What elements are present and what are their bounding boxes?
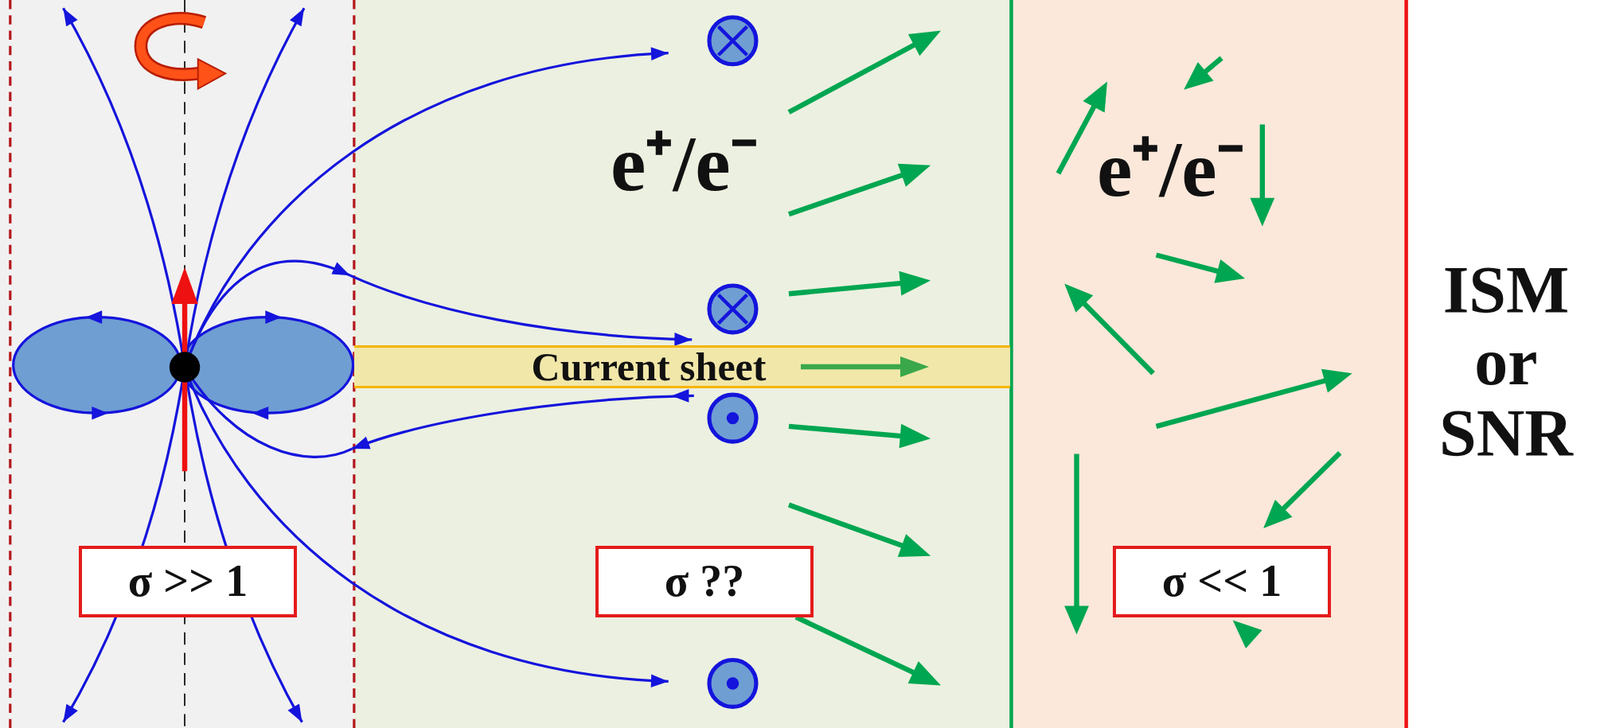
band-flow-arrow: [800, 364, 906, 370]
field-arrow: [651, 46, 669, 61]
rotation-icon: [140, 18, 204, 75]
wind-arrow: [788, 282, 907, 294]
turbulent-arrow-head: [1263, 499, 1292, 529]
wind-arrow-head: [898, 271, 931, 297]
wind-arrow-head: [897, 534, 931, 558]
pulsar-dot: [169, 351, 200, 383]
field-arrow: [289, 7, 305, 27]
magnetization-box: σ ??: [595, 546, 814, 618]
wind-arrow-head: [899, 424, 932, 449]
turbulent-arrow: [1156, 255, 1224, 274]
current-sheet-band: Current sheet: [354, 345, 1011, 389]
magnetization-box: σ >> 1: [78, 546, 297, 618]
light-cylinder-boundary: [8, 0, 12, 728]
medium-label: ISM or SNR: [1422, 254, 1590, 470]
particle-label: e⁺/e⁻: [610, 124, 758, 204]
turbulent-arrow: [1057, 101, 1097, 174]
field-arrow: [671, 389, 690, 403]
particle-label: e⁺/e⁻: [1096, 129, 1245, 210]
field-line: [350, 275, 692, 340]
turbulent-arrow-head: [1064, 606, 1089, 636]
field-out-of-page-symbol: [709, 394, 757, 442]
field-into-page-symbol: [709, 285, 757, 333]
region-background: [354, 0, 1013, 728]
field-line: [184, 367, 352, 458]
turbulent-arrow-head: [1064, 283, 1093, 313]
field-arrow: [651, 674, 669, 688]
turbulent-arrow-head: [1082, 81, 1108, 114]
turbulent-arrow: [1080, 300, 1153, 374]
cross-mark: [718, 26, 748, 55]
field-into-page-symbol: [709, 17, 757, 65]
field-arrow: [674, 332, 692, 347]
field-arrow: [62, 7, 78, 27]
wind-arrow-head: [897, 163, 931, 188]
turbulent-arrow: [1280, 452, 1341, 513]
turbulent-arrow-head: [1321, 369, 1353, 394]
region-background: [0, 0, 355, 728]
band-label: Current sheet: [531, 347, 767, 387]
loop-arrow: [252, 406, 270, 421]
field-line: [184, 367, 669, 683]
box-label: σ ??: [664, 557, 745, 607]
turbulent-arrow-head: [1213, 259, 1245, 284]
wind-arrow-head: [908, 661, 941, 686]
wind-arrow: [788, 426, 907, 438]
cross-mark: [718, 294, 748, 324]
field-line: [62, 7, 185, 367]
loop-arrow: [265, 310, 282, 324]
box-label: σ << 1: [1162, 557, 1282, 607]
wind-arrow: [788, 505, 908, 549]
region-background: [1012, 0, 1407, 728]
wind-arrow: [788, 173, 908, 215]
turbulent-arrow: [1260, 124, 1265, 203]
band-flow-arrow-head: [900, 356, 929, 378]
closed-field-loop: [13, 317, 181, 414]
field-line: [184, 7, 305, 367]
field-line: [351, 395, 694, 449]
turbulent-arrow: [1156, 379, 1331, 427]
loop-arrow: [91, 406, 109, 421]
field-line: [184, 367, 302, 723]
field-line: [184, 261, 351, 367]
field-arrow: [62, 704, 78, 723]
wind-arrow: [796, 617, 919, 676]
turbulent-arrow-head: [1183, 62, 1214, 90]
wind-arrow-head: [908, 30, 941, 56]
field-arrow: [288, 704, 303, 723]
wind-arrow: [788, 42, 920, 113]
field-line: [184, 53, 669, 368]
magnetic-moment-head: [171, 267, 198, 305]
loop-arrow: [85, 310, 103, 324]
field-arrow: [331, 261, 350, 276]
turbulent-arrow: [1073, 453, 1079, 612]
field-arrow: [351, 437, 371, 450]
field-line: [62, 367, 185, 723]
dot-mark: [726, 677, 739, 690]
rotation-icon-outline: [140, 18, 204, 75]
magnetic-moment-line: [182, 296, 188, 473]
box-label: σ >> 1: [128, 557, 248, 607]
illustration-group: [0, 0, 1407, 728]
nebula-boundary-line: [1404, 0, 1408, 728]
dot-mark: [726, 412, 739, 425]
field-out-of-page-symbol: [709, 659, 757, 707]
turbulent-arrow-head: [1233, 620, 1263, 649]
magnetization-box: σ << 1: [1112, 546, 1331, 618]
turbulent-arrow-head: [1249, 198, 1275, 227]
rotation-icon-head: [198, 58, 227, 89]
